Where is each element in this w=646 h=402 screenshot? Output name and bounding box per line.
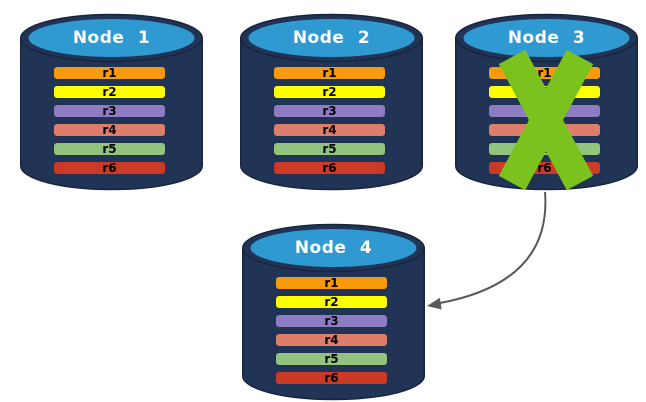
record-bar-r5: r5 xyxy=(272,141,387,157)
record-bar-r5: r5 xyxy=(52,141,167,157)
record-bar-r5: r5 xyxy=(274,351,389,367)
record-bar-r2: r2 xyxy=(52,84,167,100)
record-bar-r1: r1 xyxy=(52,65,167,81)
node-1: Node 1 r1 r2 r3 r4 r5 r6 xyxy=(20,12,203,192)
record-bar-r4: r4 xyxy=(272,122,387,138)
record-list: r1 r2 r3 r4 r5 r6 xyxy=(52,65,167,179)
record-bar-r5: r5 xyxy=(487,141,602,157)
record-bar-r3: r3 xyxy=(52,103,167,119)
record-bar-r1: r1 xyxy=(272,65,387,81)
node-3: Node 3 r1 r2 r3 r4 r5 r6 xyxy=(455,12,638,192)
record-bar-r4: r4 xyxy=(52,122,167,138)
record-list: r1 r2 r3 r4 r5 r6 xyxy=(487,65,602,179)
node-2: Node 2 r1 r2 r3 r4 r5 r6 xyxy=(240,12,423,192)
record-bar-r2: r2 xyxy=(487,84,602,100)
record-bar-r3: r3 xyxy=(487,103,602,119)
node-title: Node 1 xyxy=(72,28,151,48)
node-title: Node 3 xyxy=(507,28,586,48)
record-bar-r3: r3 xyxy=(272,103,387,119)
record-bar-r2: r2 xyxy=(272,84,387,100)
node-title: Node 2 xyxy=(292,28,371,48)
record-bar-r6: r6 xyxy=(274,370,389,386)
record-bar-r4: r4 xyxy=(274,332,389,348)
record-bar-r1: r1 xyxy=(487,65,602,81)
record-bar-r2: r2 xyxy=(274,294,389,310)
record-bar-r1: r1 xyxy=(274,275,389,291)
record-list: r1 r2 r3 r4 r5 r6 xyxy=(274,275,389,389)
record-bar-r4: r4 xyxy=(487,122,602,138)
record-bar-r3: r3 xyxy=(274,313,389,329)
replication-arrow-icon xyxy=(427,191,547,310)
record-list: r1 r2 r3 r4 r5 r6 xyxy=(272,65,387,179)
record-bar-r6: r6 xyxy=(52,160,167,176)
node-4: Node 4 r1 r2 r3 r4 r5 r6 xyxy=(242,222,425,402)
record-bar-r6: r6 xyxy=(272,160,387,176)
node-title: Node 4 xyxy=(294,238,373,258)
record-bar-r6: r6 xyxy=(487,160,602,176)
